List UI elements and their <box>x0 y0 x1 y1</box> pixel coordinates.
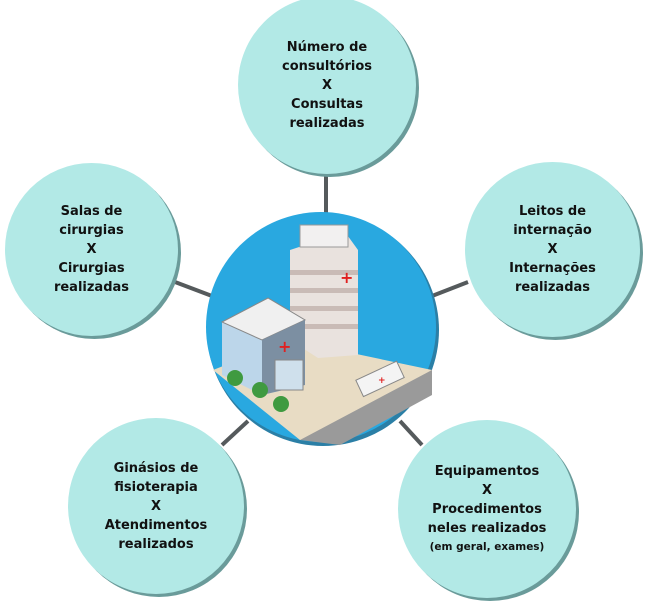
node-text: neles realizados <box>427 521 547 536</box>
node-consultorios: Número de consultórios X Consultas reali… <box>238 0 416 174</box>
node-text: cirurgias <box>59 223 124 238</box>
node-text: realizadas <box>289 115 365 131</box>
connector-left <box>174 280 213 298</box>
node-text: realizadas <box>514 280 591 295</box>
node-text: Internações <box>509 261 596 276</box>
node-text: consultórios <box>281 58 373 74</box>
node-text: realizados <box>118 536 194 552</box>
node-text: fisioterapia <box>114 479 198 495</box>
node-text: X <box>547 242 558 257</box>
svg-text:+: + <box>278 337 291 356</box>
node-text: Atendimentos <box>104 517 208 533</box>
svg-text:+: + <box>378 376 386 386</box>
node-cirurgias: Salas de cirurgias X Cirurgias realizada… <box>5 163 178 336</box>
node-text: X <box>481 483 493 498</box>
node-text: Ginásios de <box>113 460 199 476</box>
hospital-illustration-icon: + + + <box>213 224 432 445</box>
node-text: Cirurgias <box>58 261 125 276</box>
svg-text:+: + <box>340 268 353 287</box>
node-text: X <box>150 498 162 514</box>
node-fisioterapia: Ginásios de fisioterapia X Atendimentos … <box>68 418 244 594</box>
node-equipamentos: Equipamentos X Procedimentos neles reali… <box>398 420 576 598</box>
node-text: X <box>321 77 333 93</box>
node-text: internação <box>513 223 592 238</box>
node-text: Salas de <box>60 204 123 219</box>
node-note: (em geral, exames) <box>429 541 545 553</box>
node-text: realizadas <box>53 280 130 295</box>
connector-bottom-right <box>398 419 424 447</box>
connector-right <box>431 280 469 298</box>
node-text: Equipamentos <box>434 464 540 479</box>
node-text: Procedimentos <box>432 502 542 517</box>
node-text: X <box>86 242 97 257</box>
node-text: Leitos de <box>518 204 587 219</box>
node-text: Número de <box>286 39 368 55</box>
connector-bottom-left <box>220 419 250 447</box>
node-internacoes: Leitos de internação X Internações reali… <box>465 162 640 337</box>
node-text: Consultas <box>291 96 363 112</box>
